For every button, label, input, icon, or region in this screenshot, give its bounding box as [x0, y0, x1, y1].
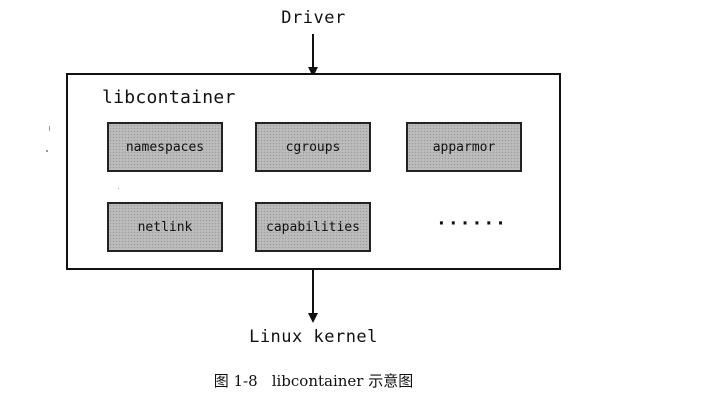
figure-caption: 图 1-8 libcontainer 示意图: [0, 370, 627, 391]
scan-speck: [118, 188, 119, 189]
figure-title: libcontainer 示意图: [271, 372, 414, 390]
libcontainer-title: libcontainer: [102, 87, 236, 108]
scan-speck: [46, 150, 48, 152]
module-netlink: netlink: [107, 202, 223, 252]
more-modules-ellipsis: ······: [436, 213, 508, 234]
scan-speck: [49, 126, 50, 131]
linux-kernel-label: Linux kernel: [249, 327, 378, 347]
module-label: netlink: [137, 219, 193, 235]
module-label: apparmor: [432, 139, 496, 155]
module-apparmor: apparmor: [406, 122, 522, 172]
driver-label: Driver: [281, 8, 346, 28]
module-label: namespaces: [125, 139, 205, 155]
module-label: cgroups: [285, 139, 341, 155]
figure-number: 图 1-8: [213, 372, 258, 390]
module-capabilities: capabilities: [255, 202, 371, 252]
module-label: capabilities: [266, 219, 360, 235]
module-cgroups: cgroups: [255, 122, 371, 172]
module-namespaces: namespaces: [107, 122, 223, 172]
